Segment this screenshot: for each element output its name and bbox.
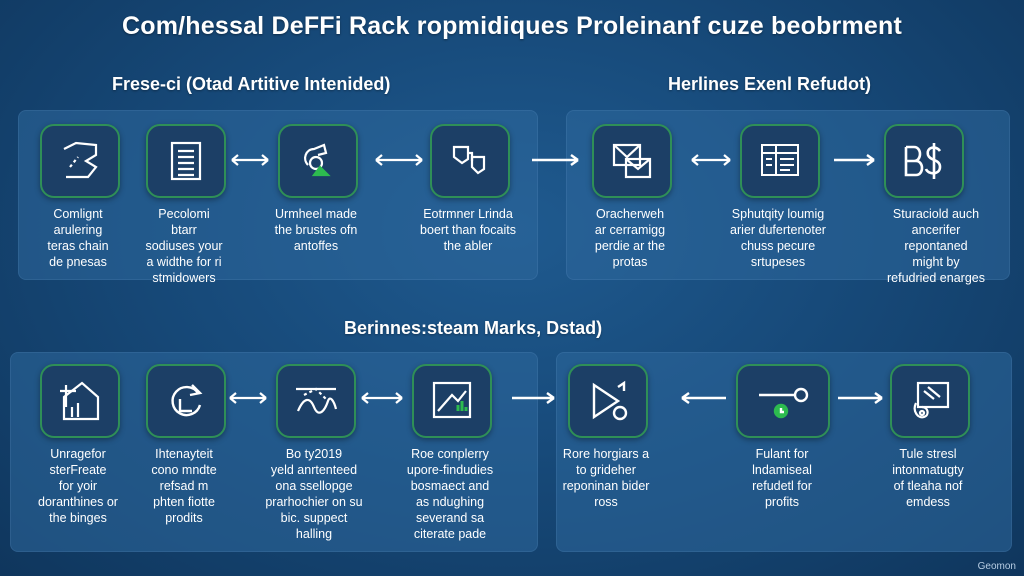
node-text: Eotrmner Lrinda boert than focaits the a…: [420, 207, 516, 253]
house-chart-icon: [40, 364, 120, 438]
wave-chart-icon: [276, 364, 356, 438]
section-label-bottom: Berinnes:steam Marks, Dstad): [344, 318, 603, 338]
node-text: Oracherweh ar cerramigg perdie ar the pr…: [594, 207, 666, 269]
node-text: Rore horgiars a to grideher reponinan bi…: [562, 447, 650, 509]
watermark: Geomon: [977, 561, 1016, 572]
node-text: Urmheel made the brustes ofn antoffes: [274, 207, 358, 253]
refresh-arrow-icon: [146, 364, 226, 438]
section-label-top-left: Frese-ci (Otad Artitive Intenided): [112, 74, 391, 94]
document-list-icon: [146, 124, 226, 198]
section-label-top-right: Herlines Exenl Refudot): [668, 74, 872, 94]
double-arrow-icon: [691, 154, 731, 166]
play-button-icon: [568, 364, 648, 438]
page-title: Com/hessal DeFFi Rack ropmidiques Prolei…: [121, 12, 903, 40]
double-arrow-icon: [231, 154, 269, 166]
slider-toggle-icon: [736, 364, 830, 438]
right-arrow-icon: [838, 392, 883, 404]
node-text: Comlignt arulering teras chain de pnesas: [47, 207, 109, 269]
dashboard-icon: [740, 124, 820, 198]
growth-chart-icon: [412, 364, 492, 438]
node-text: Bo ty2019 yeld anrtenteed ona ssellopge …: [265, 447, 363, 541]
trend-chart-icon: [40, 124, 120, 198]
mail-monitor-icon: [592, 124, 672, 198]
pointer-hand-icon: [890, 364, 970, 438]
node-text: Roe conplerry upore-findudies bosmaect a…: [406, 447, 494, 541]
bs-dollar-icon: [884, 124, 964, 198]
double-arrow-icon: [375, 154, 423, 166]
node-text: Pecolomi btarr sodiuses your a widthe fo…: [145, 207, 223, 285]
double-arrow-icon: [229, 392, 267, 404]
right-arrow-icon: [532, 154, 579, 166]
right-arrow-icon: [512, 392, 555, 404]
node-text: Sphutqity loumig arier dufertenoter chus…: [730, 207, 826, 269]
node-text: Tule stresl intonmatugty of tleaha nof e…: [892, 447, 964, 509]
right-arrow-icon: [834, 154, 875, 166]
node-text: Sturaciold auch ancerifer repontaned mig…: [887, 207, 985, 285]
node-text: Ihtenayteit cono mndte refsad m phten fi…: [151, 447, 217, 525]
flow-diagram-icon: [430, 124, 510, 198]
double-arrow-icon: [361, 392, 403, 404]
node-text: Unragefor sterFreate for yoir doranthine…: [38, 447, 118, 525]
left-arrow-icon: [681, 392, 726, 404]
node-text: Fulant for lndamiseal refudetl for profi…: [752, 447, 812, 509]
certificate-icon: [278, 124, 358, 198]
